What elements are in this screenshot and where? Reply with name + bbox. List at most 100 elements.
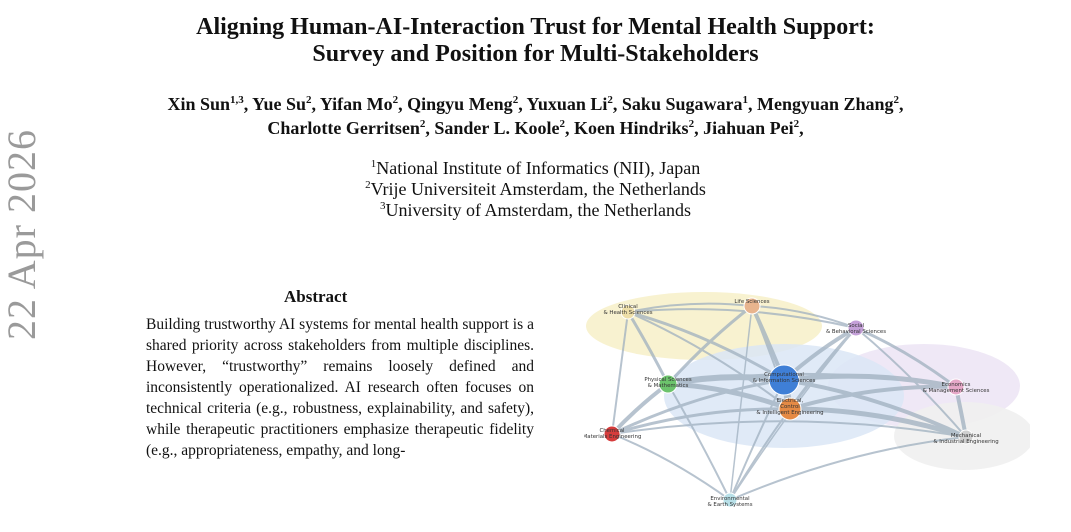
network-edge <box>667 381 791 412</box>
network-edge <box>611 378 785 436</box>
author-separator: , <box>425 118 435 138</box>
node-circle <box>947 378 965 396</box>
affiliation-line: 1National Institute of Informatics (NII)… <box>0 158 1071 179</box>
author-separator: , <box>747 94 757 114</box>
node-label-line: & Information Sciences <box>753 378 816 384</box>
author-separator: , <box>899 94 904 114</box>
network-node-mechanical: Mechanical& Industrial Engineering <box>933 429 999 445</box>
node-label: Physical Sciences& Mathematics <box>644 377 692 389</box>
affiliation-marker: 2 <box>365 179 371 191</box>
node-circle <box>958 429 974 445</box>
network-node-environmental: Environmental& Earth Systems <box>708 492 753 508</box>
node-label-line: Economics <box>942 382 971 388</box>
affiliation-line: 2Vrije Universiteit Amsterdam, the Nethe… <box>0 179 1071 200</box>
author-affiliation-marker: 2 <box>688 118 695 130</box>
affiliation-text: Vrije Universiteit Amsterdam, the Nether… <box>370 179 706 199</box>
network-edge <box>729 436 967 501</box>
author-separator: , <box>799 118 804 138</box>
node-label: Electrical,Control& Intelligent Engineer… <box>756 398 823 416</box>
title-line-2: Survey and Position for Multi-Stakeholde… <box>312 41 759 67</box>
network-edge <box>627 308 857 329</box>
author-name: Mengyuan Zhang <box>756 94 894 114</box>
network-edge <box>855 327 967 438</box>
network-edge <box>627 311 791 410</box>
node-label-line: & Management Sciences <box>923 388 990 394</box>
author-separator: , <box>612 94 622 114</box>
author-name: Saku Sugawara <box>621 94 743 114</box>
network-edge <box>611 407 791 436</box>
node-label-line: Computational <box>764 372 804 378</box>
network-edge <box>666 304 753 386</box>
author-name: Yuxuan Li <box>526 94 608 114</box>
author-affiliation-marker: 1,3 <box>230 94 244 106</box>
author-list: Xin Sun1,3, Yue Su2, Yifan Mo2, Qingyu M… <box>0 92 1071 140</box>
network-edge <box>667 383 731 501</box>
author-affiliation-marker: 2 <box>559 118 566 130</box>
affiliation-text: University of Amsterdam, the Netherlands <box>385 200 691 220</box>
network-node-physical: Physical Sciences& Mathematics <box>644 374 692 394</box>
author-separator: , <box>398 94 408 114</box>
node-label-line: & Earth Systems <box>708 502 753 508</box>
author-name: Jiahuan Pei <box>703 118 794 138</box>
node-label-line: Physical Sciences <box>644 377 692 383</box>
node-label: Economics& Management Sciences <box>923 382 990 394</box>
paper-title: Aligning Human-AI-Interaction Trust for … <box>0 14 1071 68</box>
author-name: Yue Su <box>252 94 306 114</box>
affiliation-marker: 1 <box>370 158 377 170</box>
node-label: Life Sciences <box>734 299 769 305</box>
node-label-line: Control <box>780 404 800 410</box>
network-edge <box>729 305 753 501</box>
network-edge <box>789 384 957 411</box>
node-label-line: Environmental <box>710 496 749 502</box>
author-name: Koen Hindriks <box>574 118 689 138</box>
network-edge <box>855 326 957 389</box>
author-line-1: Xin Sun1,3, Yue Su2, Yifan Mo2, Qingyu M… <box>0 92 1071 116</box>
network-node-electrical: Electrical,Control& Intelligent Engineer… <box>756 397 824 421</box>
network-edge <box>789 406 967 440</box>
network-edge <box>783 378 967 439</box>
author-affiliation-marker: 2 <box>306 94 312 106</box>
node-label-line: Chemical <box>599 428 624 434</box>
node-label-line: Life Sciences <box>734 299 769 305</box>
node-circle <box>847 319 865 337</box>
network-node-life: Life Sciences <box>734 297 770 315</box>
author-affiliation-marker: 1 <box>742 94 748 106</box>
network-node-clinical: Clinical& Health Sciences <box>603 304 653 320</box>
author-affiliation-marker: 2 <box>607 94 613 106</box>
abstract-text: Building trustworthy AI systems for ment… <box>146 316 534 459</box>
node-label: Social& Behavioral Sciences <box>826 323 886 335</box>
affiliation-line: 3University of Amsterdam, the Netherland… <box>0 200 1071 221</box>
node-label: Environmental& Earth Systems <box>708 496 753 508</box>
discipline-network-figure: Clinical& Health Sciences Life SciencesSo… <box>584 292 1030 508</box>
node-label: Computational& Information Sciences <box>753 372 816 384</box>
node-label-line: Materials Engineering <box>584 434 641 440</box>
network-nodes: Clinical& Health Sciences Life SciencesSo… <box>584 297 999 508</box>
author-name: Yifan Mo <box>319 94 393 114</box>
node-circle <box>722 492 738 508</box>
author-affiliation-marker: 2 <box>392 94 399 106</box>
title-line-1: Aligning Human-AI-Interaction Trust for … <box>196 14 875 40</box>
affiliation-marker: 3 <box>380 200 386 212</box>
node-label-line: & Behavioral Sciences <box>826 329 886 335</box>
node-circle <box>620 304 636 320</box>
author-line-2: Charlotte Gerritsen2, Sander L. Koole2, … <box>0 116 1071 140</box>
author-affiliation-marker: 2 <box>793 118 800 130</box>
affiliation-list: 1National Institute of Informatics (NII)… <box>0 158 1071 221</box>
node-circle <box>778 397 802 421</box>
author-separator: , <box>243 94 253 114</box>
node-label-line: & Intelligent Engineering <box>756 410 823 416</box>
node-label-line: Social <box>848 323 864 329</box>
network-edge <box>751 305 857 329</box>
node-circle <box>768 364 800 396</box>
author-name: Xin Sun <box>167 94 231 114</box>
author-affiliation-marker: 2 <box>512 94 519 106</box>
node-label: Clinical& Health Sciences <box>603 304 652 316</box>
network-edge <box>611 311 629 435</box>
arxiv-stamp: 22 Apr 2026 <box>0 129 44 340</box>
author-affiliation-marker: 2 <box>893 94 900 106</box>
node-label-line: Clinical <box>618 304 637 310</box>
author-affiliation-marker: 2 <box>419 118 426 130</box>
author-separator: , <box>518 94 527 114</box>
node-label-line: Electrical, <box>777 398 804 404</box>
network-edge <box>751 305 791 410</box>
